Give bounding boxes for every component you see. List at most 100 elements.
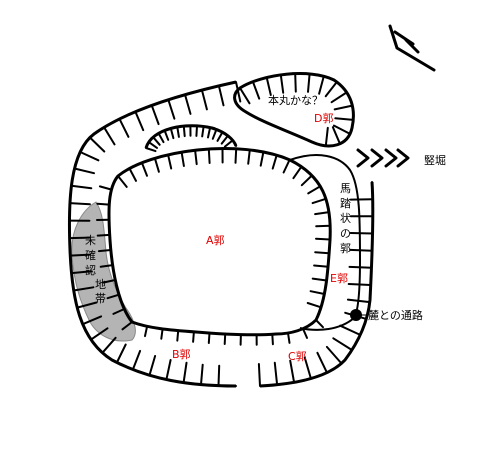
hachure-tick <box>279 73 285 94</box>
hachure-tick <box>207 126 212 139</box>
hachure-tick <box>207 148 211 164</box>
hachure-tick <box>324 81 338 98</box>
mikakunin-char: 帯 <box>95 292 106 305</box>
hachure-tick <box>147 141 158 149</box>
hachure-tick <box>217 84 225 107</box>
hachure-tick <box>223 139 234 148</box>
hachure-tick <box>315 319 324 329</box>
double-chevron-right-icon <box>356 148 410 168</box>
hachure-tick <box>331 126 341 145</box>
label-enclosure-c: C郭 <box>288 350 307 363</box>
hachure-tick <box>96 233 111 237</box>
hachure-tick <box>294 72 297 93</box>
inner-top-arc <box>144 124 238 149</box>
hachure-tick <box>349 248 374 252</box>
hachure-tick <box>211 128 218 140</box>
enclosure-a-hachures <box>96 147 332 346</box>
hachure-tick <box>68 202 91 206</box>
hachure-tick <box>273 361 279 386</box>
mikakunin-char: 確 <box>85 248 96 262</box>
hachure-tick <box>79 151 100 162</box>
hachure-tick <box>140 161 148 177</box>
hachure-tick <box>176 329 180 342</box>
outer-ring-line-right <box>259 181 375 388</box>
hachure-tick <box>180 151 185 167</box>
hachure-tick <box>349 232 374 235</box>
hachure-tick <box>316 351 328 374</box>
umabumi-char: 踏 <box>340 196 351 210</box>
mikakunin-char: 認 <box>85 263 96 277</box>
hachure-tick <box>88 136 106 153</box>
hachure-tick <box>217 364 221 387</box>
hachure-tick <box>72 286 95 292</box>
hachure-tick <box>251 80 261 100</box>
hachure-tick <box>99 264 114 268</box>
hachure-tick <box>115 343 127 364</box>
enclosure-d-hachures <box>239 72 355 147</box>
hachure-tick <box>101 336 117 354</box>
hachure-tick <box>300 174 313 187</box>
label-enclosure-b: B郭 <box>172 348 191 361</box>
hachure-tick <box>103 126 116 146</box>
hachure-tick <box>334 117 355 121</box>
label-mikakunin: 未 確 認 地 帯 <box>85 234 106 305</box>
hachure-tick <box>309 290 326 295</box>
hachure-tick <box>165 359 172 381</box>
hachure-tick <box>90 327 109 341</box>
hachure-tick <box>247 148 251 165</box>
hachure-tick <box>333 124 351 135</box>
hachure-tick <box>121 321 133 331</box>
hachure-tick <box>117 175 128 188</box>
hachure-tick <box>234 147 238 164</box>
hachure-tick <box>182 361 188 384</box>
hachure-tick <box>167 98 176 120</box>
hachure-tick <box>257 363 261 387</box>
hachure-tick <box>97 249 112 253</box>
hachure-tick <box>287 332 291 344</box>
hachure-tick <box>150 104 160 126</box>
hachure-tick <box>163 129 170 141</box>
hachure-tick <box>339 324 362 336</box>
mikakunin-char: 地 <box>95 278 106 291</box>
label-tatebori: 竪堀 <box>424 154 446 167</box>
hachure-tick <box>70 270 93 275</box>
hachure-tick <box>176 126 180 138</box>
label-umabumi: 馬 踏 状 の 郭 <box>340 182 351 255</box>
hachure-tick <box>325 345 343 365</box>
hachure-tick <box>102 279 117 284</box>
hachure-tick <box>282 158 291 174</box>
hachure-tick <box>311 197 327 205</box>
hachure-tick <box>96 202 111 206</box>
mikakunin-char: 未 <box>85 234 96 247</box>
hachure-tick <box>314 211 330 216</box>
hachure-tick <box>314 251 331 255</box>
umabumi-enclosure-line <box>289 154 362 331</box>
label-honmaru: 本丸かな？ <box>268 93 323 107</box>
hachure-tick <box>200 89 208 111</box>
hachure-tick <box>144 325 149 338</box>
hachure-tick <box>153 157 160 173</box>
hachure-tick <box>68 236 91 240</box>
hachure-tick <box>223 333 227 345</box>
hachure-tick <box>98 185 113 191</box>
hachure-tick <box>167 153 173 170</box>
hachure-tick <box>169 127 175 140</box>
umabumi-char: 状 <box>340 211 351 225</box>
hachure-tick <box>145 147 157 153</box>
hachure-tick <box>207 332 211 344</box>
hachure-tick <box>292 165 303 180</box>
hachure-tick <box>311 277 328 282</box>
hachure-tick <box>128 167 137 182</box>
hachure-tick <box>194 149 198 166</box>
hachure-tick <box>182 125 186 138</box>
hachure-tick <box>239 87 251 105</box>
inner-top-arc-hachures <box>145 124 237 153</box>
hachure-tick <box>324 126 329 147</box>
umabumi-char: 郭 <box>340 242 351 255</box>
hachure-tick <box>303 356 312 380</box>
hachure-tick <box>69 253 92 257</box>
outer-ring-line <box>67 80 237 388</box>
label-enclosure-e: E郭 <box>330 272 348 285</box>
